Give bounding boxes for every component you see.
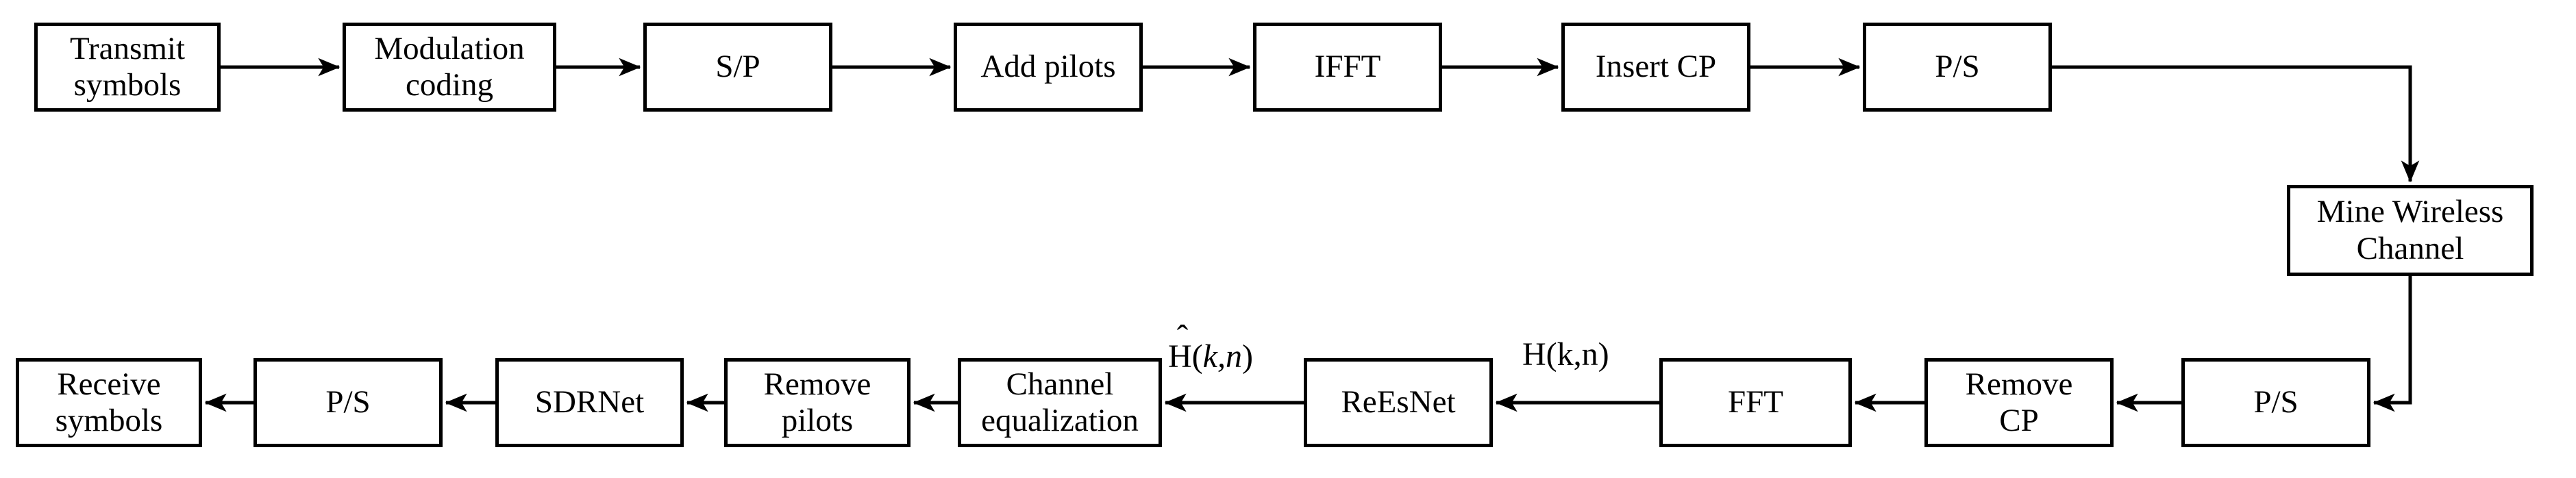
edge-label-variables: k,n xyxy=(1202,338,1242,375)
block-reesnet: ReEsNet xyxy=(1304,358,1493,447)
block-serial-to-parallel: S/P xyxy=(643,23,832,112)
hat-accent: ˆ xyxy=(1176,318,1189,356)
block-receive-symbols: Receive symbols xyxy=(16,358,202,447)
block-remove-cp: Remove CP xyxy=(1924,358,2114,447)
block-channel-equalization: Channel equalization xyxy=(958,358,1162,447)
flow-arrow xyxy=(2052,65,2420,183)
block-mine-wireless-channel: Mine Wireless Channel xyxy=(2287,185,2534,276)
block-parallel-to-serial-rx: P/S xyxy=(2181,358,2370,447)
block-serial-to-parallel-rx: P/S xyxy=(253,358,443,447)
block-add-pilots: Add pilots xyxy=(954,23,1143,112)
block-ifft: IFFT xyxy=(1253,23,1442,112)
block-parallel-to-serial: P/S xyxy=(1863,23,2052,112)
block-remove-pilots: Remove pilots xyxy=(724,358,911,447)
edge-label-text: H(k,n) xyxy=(1522,336,1609,373)
edge-label-base: H( xyxy=(1168,338,1203,375)
block-modulation-coding: Modulation coding xyxy=(343,23,556,112)
block-fft: FFT xyxy=(1659,358,1852,447)
flow-arrow xyxy=(2373,276,2412,412)
edge-label-close: ) xyxy=(1241,338,1253,375)
edge-label-channel-response: H(k,n) xyxy=(1522,338,1609,371)
block-transmit-symbols: Transmit symbols xyxy=(34,23,221,112)
block-insert-cp: Insert CP xyxy=(1561,23,1750,112)
block-sdrnet: SDRNet xyxy=(495,358,684,447)
